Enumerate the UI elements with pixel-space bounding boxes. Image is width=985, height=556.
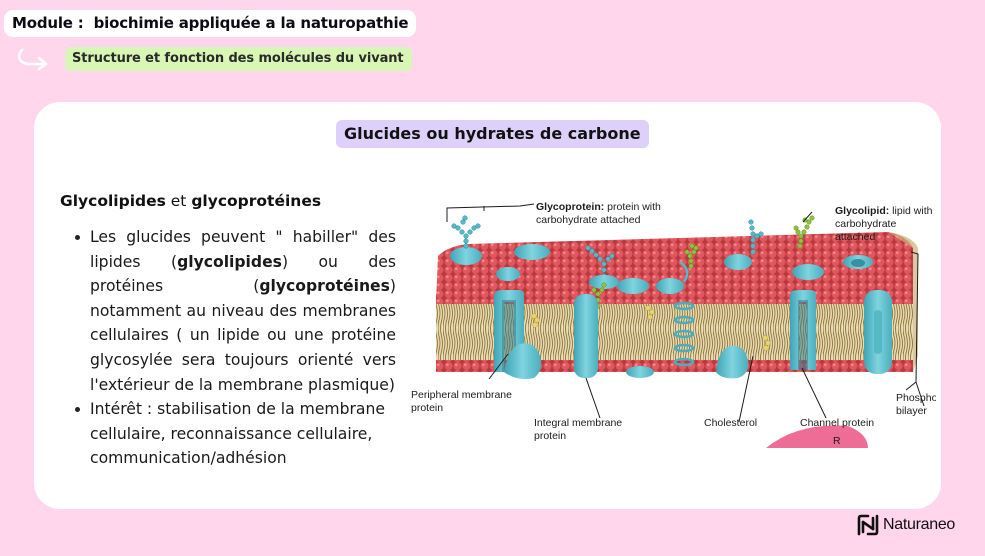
label-integral-protein: Integral membrane — [534, 417, 622, 429]
section-heading-connector: et — [165, 192, 192, 210]
label-phospholipid-bilayer-line2: bilayer — [896, 405, 927, 417]
glycolipid-chain-icon — [591, 215, 815, 309]
partial-letter: R — [833, 435, 841, 447]
section-heading: Glycolipides et glycoprotéines — [60, 192, 321, 210]
glycoprotein-chain-icon — [451, 215, 764, 279]
slide-title: Glucides ou hydrates de carbone — [336, 120, 649, 148]
label-glycoprotein: Glycoprotein: protein with — [536, 201, 661, 213]
bullet-list: Les glucides peuvent " habiller" des lip… — [75, 225, 396, 471]
brand-name: Naturaneo — [883, 516, 956, 533]
label-cholesterol: Cholesterol — [704, 417, 757, 429]
brand-logo: Naturaneo — [856, 514, 955, 536]
chapter-subtitle: Structure et fonction des molécules du v… — [65, 47, 412, 71]
label-glycolipid-line3: attached — [835, 231, 875, 243]
label-glycolipid-line2: carbohydrate — [835, 218, 896, 230]
naturaneo-logo-icon — [857, 514, 879, 536]
section-heading-glycoproteines: glycoprotéines — [191, 192, 322, 210]
curved-arrow-right-icon — [17, 48, 48, 71]
label-peripheral-protein-line2: protein — [411, 402, 443, 414]
label-integral-protein-line2: protein — [534, 430, 566, 442]
module-title: Module : biochimie appliquée a la naturo… — [4, 10, 417, 37]
bullet-text: ) ou des protéines ( — [90, 252, 396, 296]
section-heading-glycolipides: Glycolipides — [60, 192, 166, 210]
label-glycolipid: Glycolipid: lipid with — [835, 205, 933, 217]
bullet-bold-glycolipides: glycolipides — [177, 252, 282, 271]
label-peripheral-protein: Peripheral membrane — [411, 389, 512, 401]
label-phospholipid-bilayer: Phospholipid — [896, 392, 936, 404]
bullet-bold-glycoproteines: glycoprotéines — [259, 277, 390, 296]
bullet-item-definition: Les glucides peuvent " habiller" des lip… — [75, 225, 396, 397]
bullet-item-interest: Intérêt : stabilisation de la membrane c… — [75, 397, 396, 471]
label-channel-protein: Channel protein — [800, 417, 874, 429]
cholesterol-icon — [531, 305, 771, 351]
content-card: Glucides ou hydrates de carbone Glycolip… — [34, 102, 941, 509]
cell-membrane-diagram: R Glycoprotein: protein with carbohydrat… — [411, 201, 936, 448]
bullet-text: ) notamment au niveau des membranes cell… — [90, 277, 396, 394]
label-glycoprotein-line2: carbohydrate attached — [536, 214, 641, 226]
bullet-text: Les glucides peuvent " habiller" des lip… — [90, 228, 396, 271]
